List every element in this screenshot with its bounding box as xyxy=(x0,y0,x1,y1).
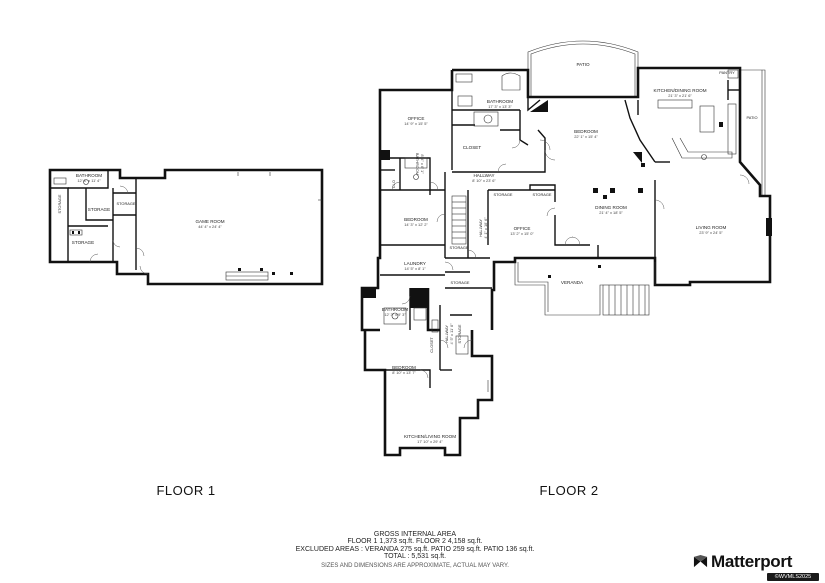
room-dimensions: 4' 1" x 18' 6" xyxy=(483,217,488,239)
room-label: HALLWAY xyxy=(478,219,483,237)
summary-total: TOTAL : 5,531 sq.ft. xyxy=(383,553,447,561)
room-label: STORAGE xyxy=(72,240,94,245)
room-dimensions: 14' 5" x 8' 1" xyxy=(404,266,426,271)
summary-floor-areas: FLOOR 1 1,373 sq.ft. FLOOR 2 4,158 sq.ft… xyxy=(347,538,483,546)
floor-1-plan: BATHROOM 12' 8" x 11' 4" STORAGE STORAGE… xyxy=(48,168,324,286)
room-label: BATHROOM xyxy=(487,99,513,104)
room-label: STORAGE xyxy=(451,280,470,285)
room-label: KITCHEN/DINING ROOM xyxy=(653,88,706,93)
room-dimensions: 13' 2" x 15' 0" xyxy=(510,231,534,236)
room-label: STORAGE xyxy=(88,207,110,212)
room-label: STORAGE xyxy=(457,324,462,343)
room-label: CLOSET xyxy=(429,337,434,353)
room-dimensions: 44' 4" x 24' 4" xyxy=(198,224,222,229)
room-label: PATIO xyxy=(746,115,757,120)
room-dimensions: 22' 1" x 15' 4" xyxy=(574,134,598,139)
room-label: CLO xyxy=(391,180,396,188)
area-summary: GROSS INTERNAL AREA FLOOR 1 1,373 sq.ft.… xyxy=(255,531,575,570)
room-dimensions: 21' 3" x 21' 6" xyxy=(668,93,692,98)
summary-title: GROSS INTERNAL AREA xyxy=(373,531,457,538)
room-label: PATIO xyxy=(576,62,590,67)
room-label: STORAGE xyxy=(494,192,513,197)
matterport-logo-icon xyxy=(693,554,708,568)
room-dimensions: 14' 3" x 12' 2" xyxy=(404,222,428,227)
summary-excluded-areas: EXCLUDED AREAS : VERANDA 275 sq.ft. PATI… xyxy=(295,545,535,553)
room-label: HALLWAY xyxy=(444,325,449,343)
summary-disclaimer: SIZES AND DIMENSIONS ARE APPROXIMATE, AC… xyxy=(321,562,509,569)
room-label: BEDROOM xyxy=(404,217,428,222)
room-label: STORAGE xyxy=(450,245,469,250)
room-label: BATHROOM xyxy=(382,307,408,312)
room-dimensions: 4' 5" x 11' 8" xyxy=(449,323,454,345)
room-label: OFFICE xyxy=(408,116,425,121)
room-label: STORAGE xyxy=(533,192,552,197)
room-dimensions: 21' 4" x 18' 5" xyxy=(599,210,623,215)
room-label: BATHROOM xyxy=(76,173,102,178)
room-label: OFFICE xyxy=(514,226,531,231)
floor-2-plan: PATIO PATIO BATHROOM 17' 3" x 13' 3" OFF… xyxy=(360,40,772,457)
room-dimensions: 17' 3" x 13' 3" xyxy=(488,104,512,109)
room-label: CLOSET xyxy=(463,145,482,150)
room-dimensions: 8' 10" x 23' 6" xyxy=(472,178,496,183)
floor-2-title: FLOOR 2 xyxy=(539,483,598,498)
floor-1-title: FLOOR 1 xyxy=(156,483,215,498)
room-dimensions: 12' 3" x 9' 3" xyxy=(384,312,406,317)
room-label: VERANDA xyxy=(561,280,584,285)
room-label: PANTRY xyxy=(719,70,735,75)
room-dimensions: 8' 4" x 6' 1" xyxy=(420,154,425,174)
room-dimensions: 12' 8" x 11' 4" xyxy=(77,178,101,183)
room-label: BATHROOM xyxy=(415,153,420,175)
brand-name: Matterport xyxy=(711,552,793,571)
room-label: LIVING ROOM xyxy=(696,225,727,230)
room-label: BEDROOM xyxy=(574,129,598,134)
room-dimensions: 14' 9" x 15' 5" xyxy=(404,121,428,126)
room-label: STORAGE xyxy=(117,201,136,206)
room-label: HALLWAY xyxy=(473,173,494,178)
room-label: BEDROOM xyxy=(392,365,416,370)
room-label: GAME ROOM xyxy=(195,219,224,224)
room-label: STORAGE xyxy=(57,194,62,213)
room-label: KITCHEN/LIVING ROOM xyxy=(404,434,456,439)
room-label: LAUNDRY xyxy=(404,261,426,266)
room-dimensions: 8' 10" x 13' 7" xyxy=(392,370,416,375)
room-label: DINING ROOM xyxy=(595,205,627,210)
watermark-badge: ©WVMLS2025 xyxy=(767,573,819,581)
brand-block: Matterport ©WVMLS2025 xyxy=(693,552,823,581)
room-dimensions: 17' 10" x 29' 4" xyxy=(417,439,443,444)
room-dimensions: 23' 9" x 24' 5" xyxy=(699,230,723,235)
